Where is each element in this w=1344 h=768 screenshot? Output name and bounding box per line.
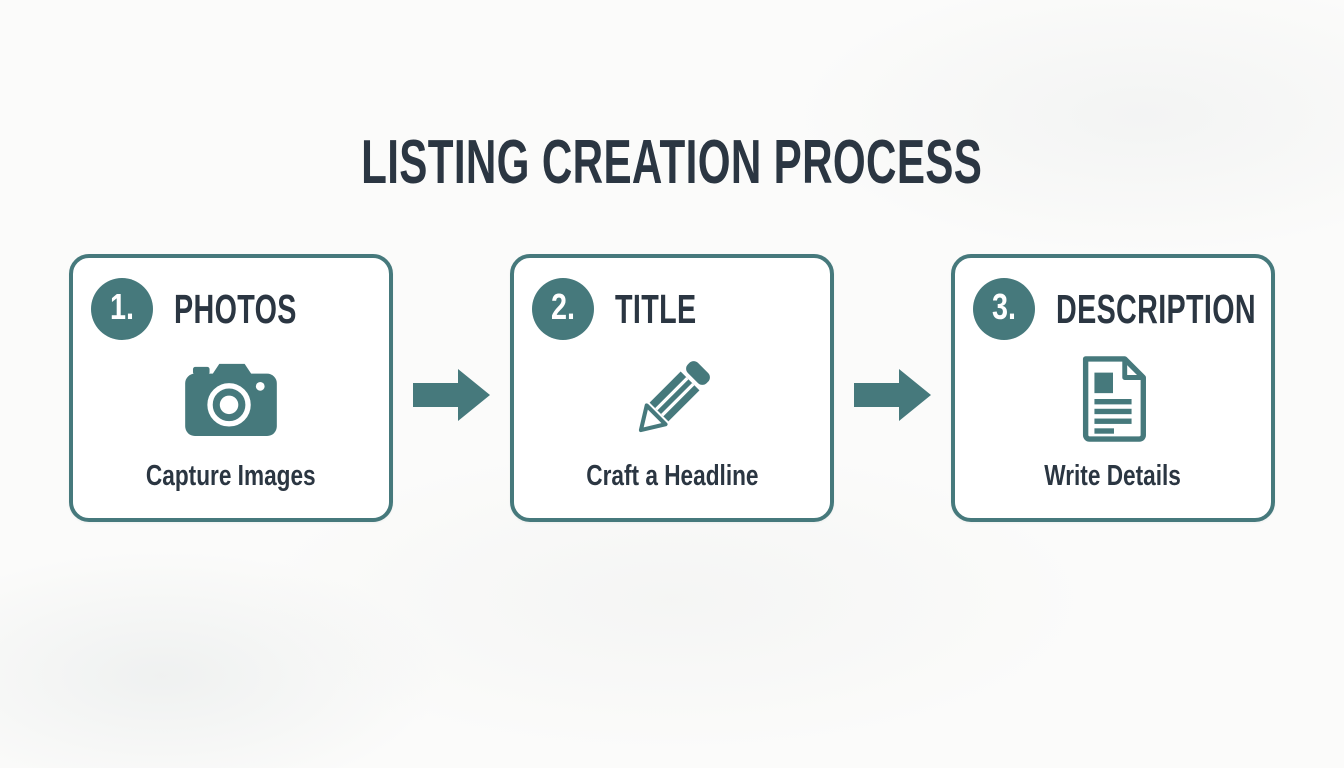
step-label: TITLE [615, 285, 697, 332]
step-caption: Write Details [1044, 460, 1182, 492]
camera-icon [184, 360, 278, 443]
step-number: 1. [109, 286, 135, 327]
step-header: 1. PHOTOS [73, 258, 389, 340]
pencil-icon [625, 352, 719, 451]
document-icon [1077, 355, 1149, 447]
step-number-badge: 2. [532, 278, 594, 340]
step-number: 3. [991, 286, 1017, 327]
arrow-right-icon [834, 254, 951, 522]
step-card-title: 2. TITLE [510, 254, 834, 522]
arrow-right-icon [393, 254, 510, 522]
step-number-badge: 3. [973, 278, 1035, 340]
step-icon-zone [73, 340, 389, 462]
page-title: LISTING CREATION PROCESS [0, 132, 1344, 194]
page-title-text: LISTING CREATION PROCESS [361, 128, 983, 197]
step-icon-zone [514, 340, 830, 462]
step-card-photos: 1. PHOTOS [69, 254, 393, 522]
step-label: PHOTOS [174, 285, 297, 332]
step-header: 3. DESCRIPTION [955, 258, 1271, 340]
step-number: 2. [550, 286, 576, 327]
step-caption: Craft a Headline [585, 460, 759, 492]
step-caption: Capture Images [146, 460, 316, 492]
step-card-description: 3. DESCRIPTION [951, 254, 1275, 522]
step-icon-zone [955, 340, 1271, 462]
step-label: DESCRIPTION [1056, 285, 1256, 332]
step-header: 2. TITLE [514, 258, 830, 340]
step-number-badge: 1. [91, 278, 153, 340]
process-steps-row: 1. PHOTOS [0, 254, 1344, 522]
